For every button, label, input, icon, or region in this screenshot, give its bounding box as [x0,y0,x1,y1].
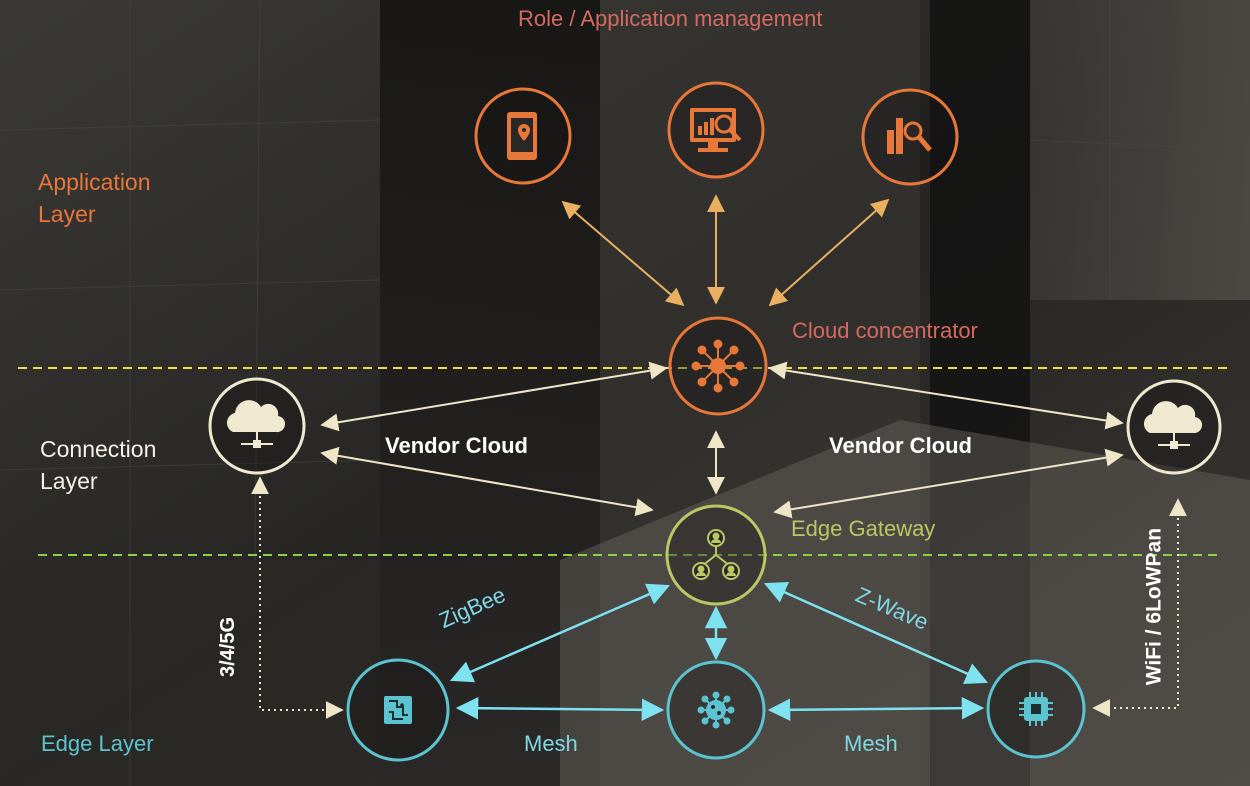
arrow-mesh-right [767,696,985,722]
application-layer-label: Application Layer [38,169,151,227]
arrow-app3-concentrator [768,198,890,307]
edge-device-right-node [986,659,1086,759]
cloud-concentrator-label: Cloud concentrator [792,318,978,343]
vendor-cloud-left-node [208,377,306,475]
virus-sensor-icon [697,691,735,729]
mobile-location-icon [507,112,537,160]
chart-search-icon [887,118,932,154]
edge-gateway-label: Edge Gateway [791,516,936,541]
arrow-rightcloud-concentrator [768,361,1124,430]
chip-icon [1019,692,1053,726]
vendor-cloud-left-label: Vendor Cloud [385,433,528,458]
edge-gateway-node [665,504,767,606]
cellular-label: 3/4/5G [217,616,239,678]
app-node-chart [861,88,959,186]
edge-device-left-node [346,658,450,762]
circuit-board-icon [384,696,412,724]
cloud-network-icon [226,400,286,448]
hub-network-icon [691,339,745,393]
arrow-rightcloud-gateway [773,448,1124,519]
monitor-analytics-icon [690,108,742,152]
arrow-leftcloud-concentrator [320,361,668,432]
cloud-network-icon [1143,401,1203,449]
users-network-icon [692,529,740,580]
wifi-label: WiFi / 6LoWPan [1142,527,1166,686]
arrow-mesh-left [455,696,665,722]
edge-layer-label: Edge Layer [41,731,154,756]
app-node-monitor [667,81,765,179]
arrow-wifi-link [1092,498,1187,717]
edge-device-center-node [666,660,766,760]
arrow-gateway-edge-left [449,583,671,683]
app-node-mobile [474,87,572,185]
arrow-leftcloud-gateway [320,446,654,517]
cloud-concentrator-node [668,316,768,416]
mesh-right-label: Mesh [844,731,898,756]
mesh-left-label: Mesh [524,731,578,756]
vendor-cloud-right-node [1126,379,1222,475]
arrow-gateway-edge-right [763,581,989,685]
arrow-cellular-link [251,476,344,719]
connection-layer-label: Connection Layer [40,436,157,495]
arrow-app1-concentrator [561,200,685,307]
vendor-cloud-right-label: Vendor Cloud [829,433,972,458]
diagram-title: Role / Application management [518,6,823,31]
